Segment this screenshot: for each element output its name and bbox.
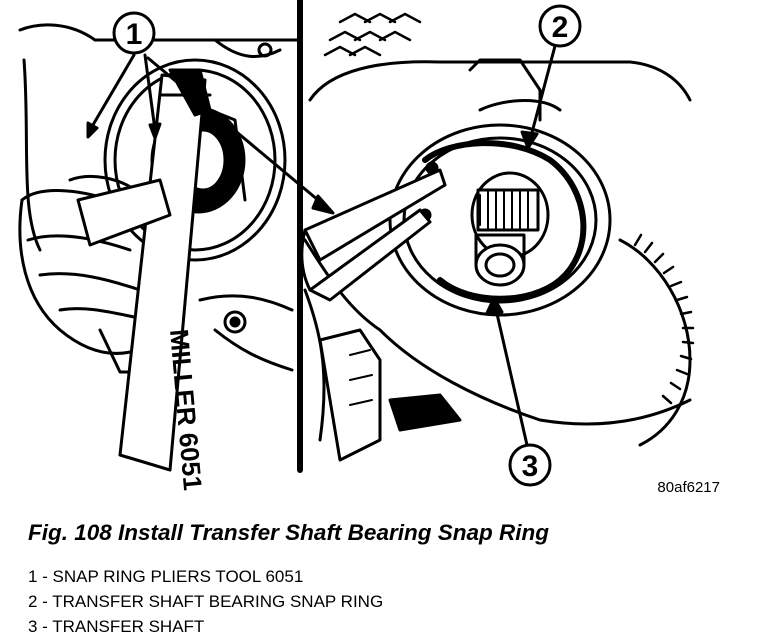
right-case-edge [303,238,692,426]
legend-item: 2 - TRANSFER SHAFT BEARING SNAP RING [28,592,384,611]
transfer-shaft [470,171,550,287]
left-bolt-hole-lower [223,310,247,334]
figure-caption: Fig. 108 Install Transfer Shaft Bearing … [28,520,549,545]
image-id: 80af6217 [657,479,720,496]
service-illustration: MILLER 6051 [18,0,720,496]
legend-item: 1 - SNAP RING PLIERS TOOL 6051 [28,567,304,586]
legend: 1 - SNAP RING PLIERS TOOL 6051 2 - TRANS… [28,564,383,639]
lower-casting [318,328,382,462]
left-housing-outline [18,23,302,42]
cooling-fins [323,12,422,57]
callout-3-number: 3 [522,450,539,483]
right-case-outline [308,60,692,102]
pliers-tips [300,168,447,302]
left-panel-view: MILLER 6051 [18,11,335,492]
gear [618,233,695,447]
legend-item: 3 - TRANSFER SHAFT [28,617,205,636]
right-panel-view [300,4,695,487]
snap-ring [422,140,587,302]
callout-1-number: 1 [126,18,143,51]
left-bolt-hole [257,42,273,58]
left-housing-body [22,38,294,372]
callout-2 [520,4,582,150]
callout-2-number: 2 [552,11,569,44]
callout-3 [485,296,552,487]
